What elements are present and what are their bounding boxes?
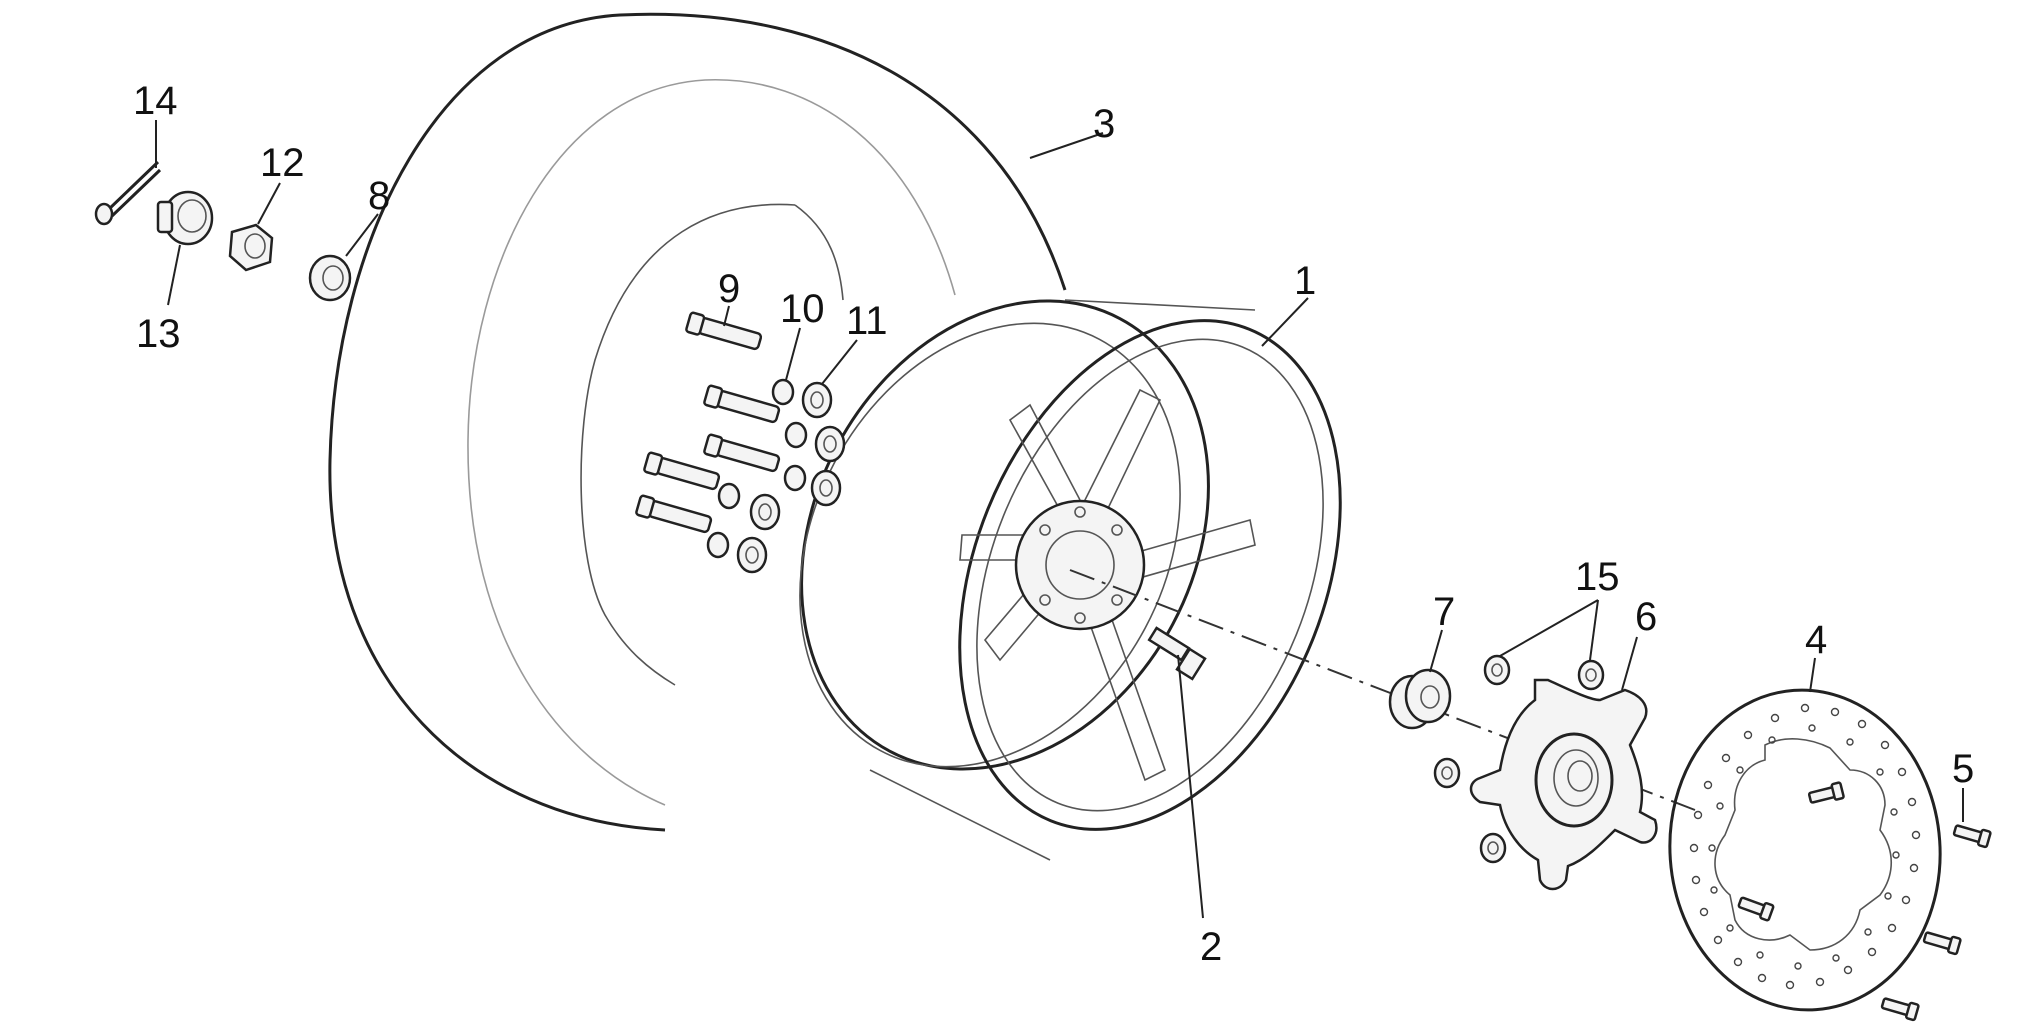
nut-retaining-cage bbox=[156, 190, 214, 246]
callout-9: 9 bbox=[718, 267, 740, 311]
small-washers bbox=[706, 378, 808, 559]
brake-disc bbox=[1668, 688, 1942, 1012]
callout-6: 6 bbox=[1635, 595, 1657, 639]
callout-12: 12 bbox=[260, 141, 305, 185]
leader-1 bbox=[1261, 297, 1309, 347]
callout-8: 8 bbox=[368, 174, 390, 218]
callout-numbers: 1 2 3 4 5 6 7 8 9 10 11 12 13 14 15 bbox=[133, 79, 1974, 969]
disc-ventilation-holes bbox=[1689, 703, 1921, 990]
callout-10: 10 bbox=[780, 287, 825, 331]
callout-3: 3 bbox=[1093, 102, 1115, 146]
leader-8 bbox=[345, 213, 379, 257]
split-pin bbox=[94, 160, 162, 226]
callout-1: 1 bbox=[1294, 259, 1316, 303]
callout-4: 4 bbox=[1805, 618, 1827, 662]
leader-11 bbox=[821, 339, 858, 385]
bearing-seal bbox=[1388, 668, 1452, 730]
callout-15: 15 bbox=[1575, 555, 1620, 599]
leader-6 bbox=[1621, 636, 1638, 691]
callout-5: 5 bbox=[1952, 747, 1974, 791]
leader-10 bbox=[785, 327, 801, 381]
leader-4 bbox=[1809, 657, 1816, 693]
callout-13: 13 bbox=[136, 312, 181, 356]
valve-stem bbox=[1147, 626, 1207, 681]
axle-nut bbox=[228, 223, 274, 272]
leader-13 bbox=[167, 244, 181, 306]
brake-disc-flange bbox=[1469, 678, 1658, 891]
leader-3 bbox=[1029, 132, 1104, 159]
callout-7: 7 bbox=[1433, 590, 1455, 634]
leader-2 bbox=[1177, 654, 1204, 919]
leader-9 bbox=[723, 305, 730, 327]
wheel-bolts bbox=[635, 311, 781, 534]
leader-7 bbox=[1429, 629, 1443, 673]
callout-14: 14 bbox=[133, 79, 178, 123]
leader-lines bbox=[155, 120, 1964, 919]
leader-15-a bbox=[1499, 599, 1599, 657]
leader-15-b bbox=[1589, 599, 1599, 661]
wheel-rim bbox=[799, 299, 1342, 861]
flange-nuts bbox=[1433, 654, 1605, 864]
spacer bbox=[308, 254, 352, 302]
callout-2: 2 bbox=[1200, 925, 1222, 969]
callout-11: 11 bbox=[846, 299, 888, 343]
disc-screws bbox=[1737, 781, 1992, 1022]
tyre bbox=[328, 12, 1067, 832]
leader-12 bbox=[257, 182, 281, 225]
large-washers bbox=[736, 381, 846, 574]
